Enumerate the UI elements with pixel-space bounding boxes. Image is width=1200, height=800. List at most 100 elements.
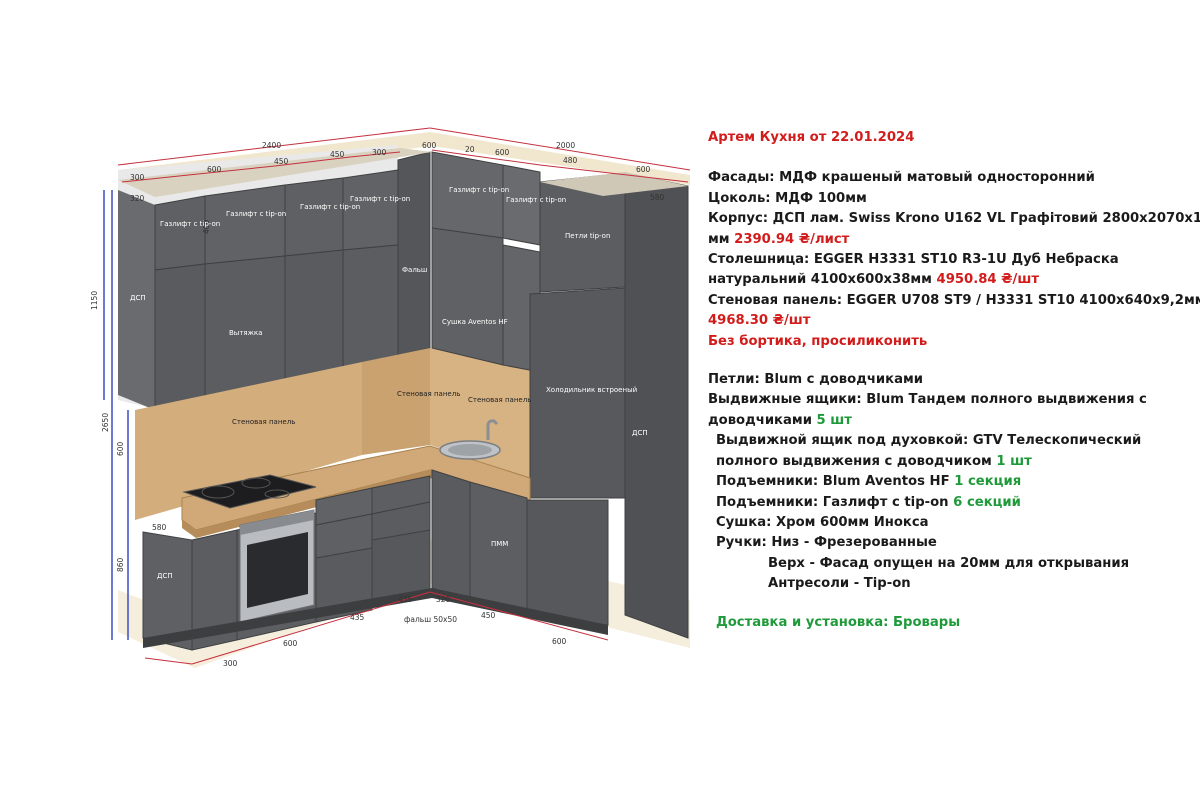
dim-tall-580: 580: [650, 193, 665, 202]
spec-oven-line1: Выдвижной ящик под духовкой: GTV Телеско…: [716, 433, 1142, 449]
spec-wall-price: 4968.30 ₴/шт: [708, 313, 811, 329]
label-dryer: Сушка Aventos HF: [442, 318, 508, 326]
dim-top-600b: 600: [422, 141, 437, 150]
dishwasher-door: [469, 481, 528, 616]
spec-lift2-qty: 6 секций: [953, 494, 1021, 510]
dim-top-480: 480: [563, 156, 578, 165]
dim-top-300b: 300: [372, 148, 387, 157]
spec-top-price: 4950.84 ₴/шт: [936, 272, 1039, 288]
upper-cabinet-3-top: [284, 177, 344, 257]
spec-facades: Фасады: МДФ крашеный матовый односторонн…: [708, 170, 1095, 186]
label-gaslift-2: Газлифт c tip-on: [226, 210, 286, 218]
spec-body-price: 2390.94 ₴/лист: [734, 231, 850, 247]
dim-top-600c: 600: [495, 148, 510, 157]
label-hood: Вытяжка: [229, 329, 262, 337]
upper-top-cap: [118, 148, 432, 197]
dim-side-600: 600: [116, 441, 125, 456]
dim-top-300a: 300: [130, 173, 145, 182]
hob-zone-1: [201, 485, 235, 499]
dim-door-400: 400: [202, 219, 211, 234]
dim-top-600d: 600: [636, 165, 651, 174]
dim-top-20: 20: [465, 145, 475, 154]
upper-cabinet-2-bottom: [204, 255, 286, 399]
dim-top-right-total: 2000: [556, 141, 575, 150]
hob-zone-3: [264, 489, 290, 499]
dim-bottom-435a: 435: [350, 613, 365, 622]
dimension-lines: [117, 127, 691, 665]
label-dishwasher: ПММ: [491, 540, 508, 548]
spec-oven-qty: 1 шт: [996, 453, 1032, 469]
spec-lift1-qty: 1 секция: [954, 474, 1022, 490]
hob-zone-2: [241, 477, 271, 489]
spec-body-unit: мм: [708, 231, 730, 247]
spec-title: Артем Кухня от 22.01.2024: [708, 130, 915, 145]
spec-lift2-desc: Подъемники: Газлифт с tip-on: [716, 494, 949, 510]
spec-oven-desc: полного выдвижения с доводчиком: [716, 453, 992, 469]
hob: [182, 474, 317, 509]
upper-cabinet-1-bottom: [154, 263, 206, 411]
dim-top-left-total: 2400: [262, 141, 281, 150]
label-gaslift-1: Газлифт c tip-on: [160, 220, 220, 228]
spec-oven-line2: полного выдвижения с доводчиком 1 шт: [708, 452, 1188, 472]
upper-cabinet-1-top: [154, 195, 206, 271]
label-gaslift-4: Газлифт c tip-on: [350, 195, 410, 203]
ceiling-plane: [118, 132, 690, 185]
dim-bottom-435b: 435: [398, 595, 413, 604]
spec-drawers-qty: 5 шт: [816, 412, 852, 428]
spec-plinth: Цоколь: МДФ 100мм: [708, 190, 867, 206]
countertop-edge: [182, 470, 530, 538]
upper-right-1-bottom: [431, 227, 504, 366]
spec-handles-top: Верх - Фасад опущен на 20мм для открыван…: [768, 555, 1130, 571]
kitchen-3d-drawing: 2400 2000 300 600 450 450 300 600 20 600…: [90, 127, 691, 668]
faucet: [486, 419, 499, 440]
backsplash-left: [135, 362, 362, 520]
label-dsp-tall: ДСП: [632, 429, 648, 437]
spec-hinges: Петли: Blum с доводчиками: [708, 372, 924, 388]
oven-panel: [240, 510, 314, 535]
label-wall-panel-2: Стеновая панель: [397, 390, 460, 398]
dim-side-320: 320: [130, 194, 145, 203]
sink-bowl: [448, 444, 492, 456]
dim-bottom-600b: 600: [552, 637, 567, 646]
drawer-3-wide: [371, 529, 431, 601]
dim-bottom-600a: 600: [283, 639, 298, 648]
dim-top-600a: 600: [207, 165, 222, 174]
dim-top-450b: 450: [330, 150, 345, 159]
label-false-panel: Фальш: [402, 266, 427, 274]
spec-handles: Ручки: Низ - Фрезерованные: [716, 535, 937, 551]
dim-bottom-300: 300: [223, 659, 238, 668]
dim-filler-note: фальш 50x50: [404, 615, 457, 624]
dim-side-860: 860: [116, 557, 125, 572]
dim-bottom-450: 450: [481, 611, 496, 620]
backsplash-corner: [362, 348, 430, 455]
false-panel: [397, 151, 431, 357]
spec-top-line2: натуральний 4100x600x38мм 4950.84 ₴/шт: [708, 270, 1188, 290]
label-wall-panel-1: Стеновая панель: [232, 418, 295, 426]
spec-body-line2: мм 2390.94 ₴/лист: [708, 230, 1188, 250]
dim-top-450a: 450: [274, 157, 289, 166]
label-gaslift-5: Газлифт c tip-on: [449, 186, 509, 194]
spec-top-line1: Столешница: EGGER H3331 ST10 R3-1U Дуб Н…: [708, 252, 1119, 268]
label-wall-panel-3: Стеновая панель: [468, 396, 531, 404]
label-hinges: Петли tip-on: [565, 232, 610, 240]
vertical-dimension-lines: [103, 190, 129, 640]
dim-side-580: 580: [152, 523, 167, 532]
spec-top-desc: натуральний 4100x600x38мм: [708, 272, 932, 288]
oven-window: [247, 532, 308, 608]
spec-dryer: Сушка: Хром 600мм Инокса: [716, 514, 929, 530]
dim-side-1150: 1150: [90, 291, 99, 310]
specification-panel: Артем Кухня от 22.01.2024 Фасады: МДФ кр…: [708, 128, 1200, 633]
upper-right-2-top: [502, 164, 541, 246]
dim-bottom-320: 320: [436, 595, 451, 604]
spec-drawers-line2: доводчиками 5 шт: [708, 411, 1188, 431]
label-gaslift-3: Газлифт c tip-on: [300, 203, 360, 211]
spec-delivery: Доставка и установка: Бровары: [716, 614, 961, 630]
label-gaslift-6: Газлифт c tip-on: [506, 196, 566, 204]
upper-cabinet-3-bottom: [284, 249, 344, 381]
spec-drawers-desc: доводчиками: [708, 412, 812, 428]
spec-lift1-desc: Подъемники: Blum Aventos HF: [716, 474, 950, 490]
spec-no-edge: Без бортика, просиликонить: [708, 333, 928, 349]
spec-lift1: Подъемники: Blum Aventos HF 1 секция: [708, 472, 1188, 492]
label-dsp-lower: ДСП: [157, 572, 173, 580]
upper-right-1-top: [431, 151, 504, 239]
